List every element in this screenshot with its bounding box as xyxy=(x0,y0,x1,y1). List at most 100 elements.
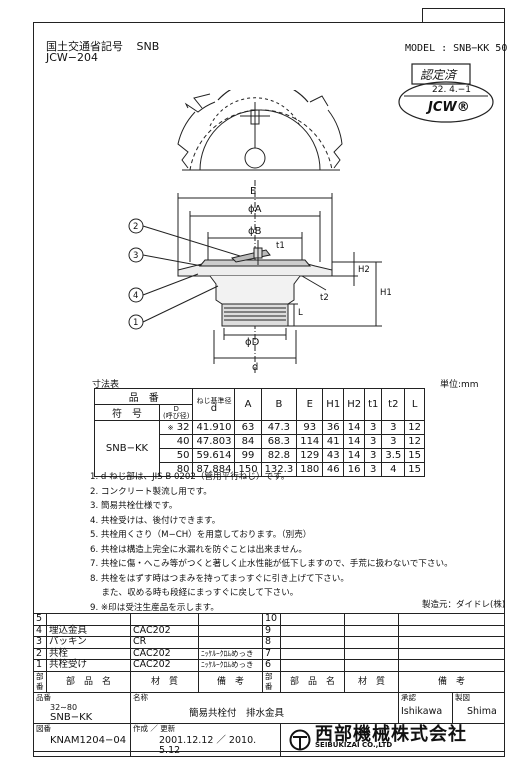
seizu: Shima xyxy=(467,705,497,717)
balloon-3: 3 xyxy=(133,251,138,261)
part-remark xyxy=(198,613,263,626)
part-remark xyxy=(398,659,505,672)
stamp-mark: JCW® xyxy=(428,100,470,115)
dim-phiD: ϕD xyxy=(245,337,260,348)
part-no: 7 xyxy=(262,647,281,660)
cell-H1: 41 xyxy=(322,434,345,449)
cell-B: 47.3 xyxy=(260,420,298,435)
part-no: 9 xyxy=(262,624,281,637)
part-remark xyxy=(398,636,505,649)
cell-L: 12 xyxy=(404,434,426,449)
row-mark: ※ xyxy=(167,424,174,432)
header-remark: 備 考 xyxy=(198,670,263,693)
th-hinban: 品 番 xyxy=(93,388,194,405)
cell-t2: 3.5 xyxy=(381,448,406,463)
note-item: 2. コンクリート製流し用です。 xyxy=(90,486,212,497)
part-remark xyxy=(398,624,505,637)
hinban: SNB−KK xyxy=(50,711,93,723)
zuban-label: 図番 xyxy=(36,723,51,733)
cell-E: 180 xyxy=(296,462,324,477)
part-name xyxy=(280,636,345,649)
stamp-title: 認定済 xyxy=(420,68,457,82)
cell-t1: 3 xyxy=(364,420,383,435)
dim-d: d xyxy=(252,362,258,373)
balloon-1: 1 xyxy=(133,318,138,328)
mlit-label-text: 国土交通省記号 xyxy=(46,40,123,53)
note-item: 3. 簡易共栓仕様です。 xyxy=(90,501,178,511)
part-material xyxy=(344,636,399,649)
note-item: また、収める時も段経にまっすぐに戻して下さい。 xyxy=(90,588,299,598)
dim-table-caption: 寸法表 xyxy=(92,380,120,390)
seizu-cell: 製図 Shima xyxy=(452,691,505,724)
note-item: 7. 共栓に傷・へこみ等がつくと著しく止水性能が低下しますので、手荒に扱わないで… xyxy=(90,559,453,569)
th-H1: H1 xyxy=(322,388,345,421)
part-remark xyxy=(398,647,505,660)
th-H2: H2 xyxy=(343,388,366,421)
balloon-2: 2 xyxy=(133,222,138,232)
part-material: CR xyxy=(130,636,199,649)
cell-B: 68.3 xyxy=(260,434,298,449)
th-fugo: 符 号 xyxy=(94,404,160,421)
manufacturer: 製造元：ダイドレ(株) xyxy=(422,600,506,610)
company-cell: 西部機械株式会社 SEIBUKIZAI CO.,LTD xyxy=(280,722,505,757)
dim-phiA: ϕA xyxy=(248,204,262,215)
cell-H1: 43 xyxy=(322,448,345,463)
header-material: 材 質 xyxy=(344,670,399,693)
part-name xyxy=(46,613,131,626)
dim-t1: t1 xyxy=(276,241,285,251)
cell-H2: 14 xyxy=(343,434,366,449)
technical-drawing: E ϕA ϕB t1 H2 H1 t2 L ϕD d 2 3 4 1 xyxy=(128,90,392,375)
th-D-sym: D xyxy=(173,404,179,413)
notes-list: 1. d ねじ部は、JIS B 0202（管用平行ねじ）です。 2. コンクリー… xyxy=(90,470,453,615)
part-name: パッキン xyxy=(46,636,131,649)
th-t2: t2 xyxy=(381,388,406,421)
shonin-label: 承認 xyxy=(401,692,416,702)
th-thread: ねじ基準径 xyxy=(196,396,232,405)
date-label: 作成 ／ 更新 xyxy=(133,723,176,733)
header-part-no: 部番 xyxy=(262,670,281,693)
part-material: CAC202 xyxy=(130,647,199,660)
meisho-cell: 名称 簡易共栓付 排水金具 xyxy=(130,691,399,724)
dim-H2: H2 xyxy=(358,265,370,275)
stamp-date: 22. 4.−1 xyxy=(432,85,472,95)
part-name: 埋込金具 xyxy=(46,624,131,637)
header-part-name: 部 品 名 xyxy=(46,670,131,693)
cell-A: 150 xyxy=(234,462,262,477)
cell-B: 82.8 xyxy=(260,448,298,463)
part-no: 6 xyxy=(262,659,281,672)
dim-L: L xyxy=(298,308,303,318)
shonin-cell: 承認 Ishikawa xyxy=(398,691,453,724)
th-t1: t1 xyxy=(364,388,383,421)
dim-E: E xyxy=(250,186,256,197)
cell-E: 114 xyxy=(296,434,324,449)
part-remark: ﾆｯｹﾙｰｸﾛﾑめっき xyxy=(198,659,263,672)
part-material: CAC202 xyxy=(130,659,199,672)
zuban-cell: 図番 KNAM1204−04 xyxy=(33,722,131,757)
row-d: 47.803 xyxy=(192,434,236,449)
dimension-labels: E ϕA ϕB t1 H2 H1 t2 L ϕD d 2 3 4 1 xyxy=(133,186,392,373)
model-label: MODEL : SNB−KK 50 xyxy=(405,43,508,54)
cell-H2: 14 xyxy=(343,420,366,435)
header-remark: 備 考 xyxy=(398,670,505,693)
hinban-label: 品番 xyxy=(36,692,51,702)
part-remark xyxy=(198,636,263,649)
part-name xyxy=(280,647,345,660)
row-D-val: 32 xyxy=(176,422,190,433)
note-item: 9. ※印は受注生産品を示します。 xyxy=(90,602,219,613)
row-d: 41.910 xyxy=(192,420,236,435)
sheet-tab xyxy=(422,8,505,23)
cell-H1: 46 xyxy=(322,462,345,477)
dim-t2: t2 xyxy=(320,293,329,303)
plan-view xyxy=(177,90,343,171)
row-d: 59.614 xyxy=(192,448,236,463)
part-remark xyxy=(198,624,263,637)
th-D: D(呼び径) xyxy=(158,404,194,421)
cell-t1: 3 xyxy=(364,434,383,449)
header-part-no: 部番 xyxy=(33,670,47,693)
shonin: Ishikawa xyxy=(401,705,443,717)
row-model: SNB−KK xyxy=(94,420,160,477)
part-name xyxy=(280,659,345,672)
th-D-sub: (呼び径) xyxy=(163,411,190,420)
note-item: 1. d ねじ部は、JIS B 0202（管用平行ねじ）です。 xyxy=(90,472,290,482)
part-no: 1 xyxy=(33,659,47,672)
